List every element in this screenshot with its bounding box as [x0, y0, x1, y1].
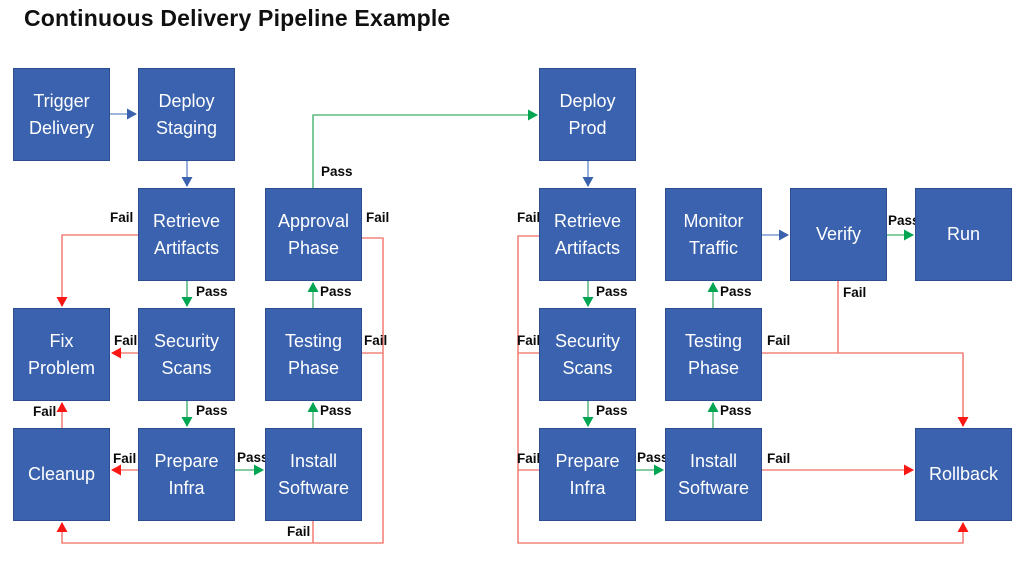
edge-label-fail-cleanup-fail-to-fix: Fail [33, 404, 57, 419]
arrowhead-down-icon [582, 417, 594, 427]
node-security-scans-stg[interactable]: Security Scans [138, 308, 235, 401]
arrowhead-up-icon [707, 282, 719, 292]
edge-label-pass-approval-pass-to-prod: Pass [321, 164, 353, 179]
edge-label-pass-retrieve-prod-pass: Pass [596, 284, 628, 299]
diagram-title: Continuous Delivery Pipeline Example [24, 5, 451, 31]
edge-label-fail-testing-stg-fail: Fail [364, 333, 388, 348]
node-prepare-infra-prod[interactable]: Prepare Infra [539, 428, 636, 521]
edge-label-fail-scans-stg-fail: Fail [114, 333, 138, 348]
node-testing-phase-stg[interactable]: Testing Phase [265, 308, 362, 401]
node-testing-phase-prod[interactable]: Testing Phase [665, 308, 762, 401]
edge-label-fail-install-stg-fail: Fail [287, 524, 311, 539]
arrowhead-up-icon [307, 282, 319, 292]
edge-label-fail-install-prod-fail-to-rollback: Fail [767, 451, 791, 466]
node-cleanup[interactable]: Cleanup [13, 428, 110, 521]
arrowhead-right-icon [779, 229, 789, 241]
edge-label-pass-scans-stg-pass: Pass [196, 403, 228, 418]
node-trigger-delivery[interactable]: Trigger Delivery [13, 68, 110, 161]
arrowhead-down-icon [181, 417, 193, 427]
node-verify[interactable]: Verify [790, 188, 887, 281]
edge-label-fail-verify-fail: Fail [843, 285, 867, 300]
arrowhead-up-icon [56, 522, 68, 532]
node-deploy-prod[interactable]: Deploy Prod [539, 68, 636, 161]
arrowhead-up-icon [307, 402, 319, 412]
node-retrieve-artifacts-stg[interactable]: Retrieve Artifacts [138, 188, 235, 281]
arrowhead-left-icon [111, 464, 121, 476]
edge-label-fail-approval-fail-to-cleanup: Fail [366, 210, 390, 225]
edge-label-fail-scans-prod-fail: Fail [517, 333, 541, 348]
arrowhead-right-icon [127, 108, 137, 120]
edge-label-pass-retrieve-stg-pass: Pass [196, 284, 228, 299]
edge-label-fail-infra-prod-fail: Fail [517, 451, 541, 466]
edge-label-pass-verify-pass-to-run: Pass [888, 213, 920, 228]
arrowhead-down-icon [181, 297, 193, 307]
edge-testing-prod-fail-to-rollback [762, 352, 964, 426]
edge-label-pass-infra-prod-pass: Pass [637, 450, 669, 465]
edge-label-fail-retrieve-stg-fail: Fail [110, 210, 134, 225]
arrowhead-right-icon [654, 464, 664, 476]
arrowhead-down-icon [582, 177, 594, 187]
edge-label-fail-infra-stg-fail: Fail [113, 451, 137, 466]
arrowhead-down-icon [56, 297, 68, 307]
node-monitor-traffic[interactable]: Monitor Traffic [665, 188, 762, 281]
node-rollback[interactable]: Rollback [915, 428, 1012, 521]
arrowhead-up-icon [707, 402, 719, 412]
arrowhead-right-icon [904, 464, 914, 476]
node-retrieve-artifacts-prod[interactable]: Retrieve Artifacts [539, 188, 636, 281]
node-prepare-infra-stg[interactable]: Prepare Infra [138, 428, 235, 521]
edge-label-pass-infra-stg-pass: Pass [237, 450, 269, 465]
edge-label-pass-testing-prod-pass: Pass [720, 284, 752, 299]
node-run[interactable]: Run [915, 188, 1012, 281]
arrowhead-up-icon [56, 402, 68, 412]
edge-label-fail-retrieve-prod-fail-to-rollback: Fail [517, 210, 541, 225]
edge-label-pass-install-prod-pass: Pass [720, 403, 752, 418]
edge-label-pass-install-stg-pass: Pass [320, 403, 352, 418]
node-security-scans-prod[interactable]: Security Scans [539, 308, 636, 401]
arrowhead-right-icon [904, 229, 914, 241]
arrowhead-right-icon [254, 464, 264, 476]
edge-label-pass-scans-prod-pass: Pass [596, 403, 628, 418]
arrowhead-left-icon [111, 347, 121, 359]
node-fix-problem[interactable]: Fix Problem [13, 308, 110, 401]
node-install-software-stg[interactable]: Install Software [265, 428, 362, 521]
node-approval-phase[interactable]: Approval Phase [265, 188, 362, 281]
arrowhead-down-icon [957, 417, 969, 427]
arrowhead-right-icon [528, 109, 538, 121]
edge-retrieve-stg-fail [61, 234, 138, 306]
arrowhead-down-icon [582, 297, 594, 307]
node-install-software-prod[interactable]: Install Software [665, 428, 762, 521]
edge-label-pass-testing-stg-pass: Pass [320, 284, 352, 299]
arrowhead-down-icon [181, 177, 193, 187]
edge-label-fail-testing-prod-fail-to-rollback: Fail [767, 333, 791, 348]
arrowhead-up-icon [957, 522, 969, 532]
node-deploy-staging[interactable]: Deploy Staging [138, 68, 235, 161]
